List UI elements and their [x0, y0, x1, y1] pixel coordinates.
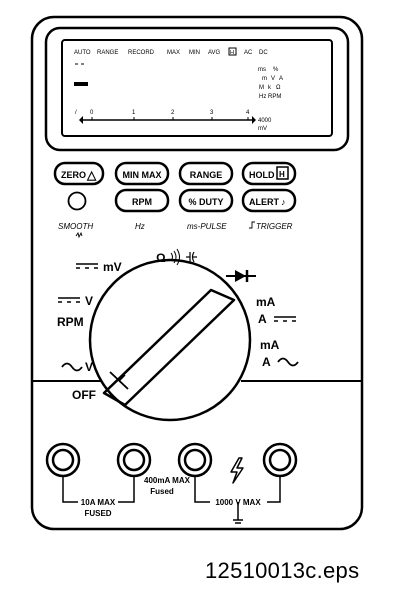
meter-case: [30, 15, 364, 531]
annunciator-dc: DC: [259, 50, 268, 56]
zero-button-label: ZERO: [61, 170, 86, 180]
smooth-button[interactable]: [67, 191, 87, 211]
dc-a-symbol: [274, 316, 296, 322]
bargraph-max-value: 4000: [258, 118, 272, 124]
dial-a-ac-label: A: [262, 355, 271, 369]
smooth-caption: SMOOTH: [58, 222, 93, 231]
trigger-edge-icon: [249, 221, 255, 229]
bargraph-tick-3: 3: [210, 110, 214, 116]
jack-10a-label: 10A MAX: [81, 498, 116, 507]
annunciator-ac: AC: [244, 50, 253, 56]
lcd-screen: [61, 39, 333, 137]
min-max-button-label: MIN MAX: [123, 170, 162, 180]
dial-ma-ac-label: mA: [260, 338, 280, 352]
annunciator-avg: AVG: [208, 50, 221, 56]
alert-button-label: ALERT: [249, 197, 279, 207]
hold-box-icon: [276, 166, 289, 180]
rpm-button-label: RPM: [132, 197, 152, 207]
dial-rpm-label: RPM: [57, 315, 84, 329]
annunciator-min: MIN: [189, 50, 200, 56]
rpm-button[interactable]: RPM: [114, 188, 170, 213]
minus-sign-segment: [74, 82, 88, 86]
jack-connection-lines: [62, 476, 281, 524]
jack-ma[interactable]: [116, 442, 152, 478]
alert-button[interactable]: ALERT ♪: [241, 188, 297, 213]
jack-10a-fused-label: FUSED: [84, 509, 111, 518]
annunciator-record: RECORD: [128, 50, 155, 56]
duty-button-label: % DUTY: [188, 197, 223, 207]
hold-indicator-box: [228, 47, 237, 56]
bargraph-unit: mV: [258, 126, 267, 132]
smooth-squiggle-icon: [75, 231, 83, 239]
duty-button[interactable]: % DUTY: [178, 188, 234, 213]
unit-a: A: [279, 76, 283, 82]
display-bezel: [44, 26, 350, 152]
hold-button-label: HOLD: [249, 170, 275, 180]
annunciator-max: MAX: [167, 50, 180, 56]
zero-button[interactable]: ZERO △: [53, 161, 105, 186]
diode-icon: [226, 270, 256, 282]
unit-m: m: [262, 76, 267, 82]
dial-mv-label: mV: [103, 260, 122, 274]
jack-ma-fused-label: Fused: [150, 487, 174, 496]
unit-mega: M: [259, 85, 264, 91]
bargraph: 0 1 2 3 4 4000 mV /: [75, 110, 272, 132]
unit-percent: %: [273, 67, 279, 73]
unit-rpm: RPM: [268, 94, 281, 100]
figure-caption: 12510013c.eps: [205, 558, 360, 583]
range-button[interactable]: RANGE: [178, 161, 234, 186]
unit-v: V: [271, 76, 275, 82]
capacitor-icon: [186, 251, 197, 263]
unit-hz: Hz: [259, 94, 266, 100]
range-button-label: RANGE: [190, 170, 223, 180]
unit-ms: ms: [258, 67, 266, 73]
delta-icon: △: [86, 168, 97, 182]
dc-v-symbol: [58, 297, 80, 303]
dial-pointer-knob[interactable]: [102, 288, 236, 407]
lightning-bolt-icon: [230, 457, 244, 484]
dial-off-label: OFF: [72, 388, 96, 402]
dial-vac-label: V: [85, 360, 93, 374]
bell-icon: ♪: [281, 197, 286, 207]
bargraph-tick-0: 0: [90, 110, 94, 116]
dial-ma-dc-label: mA: [256, 295, 276, 309]
bargraph-tick-1: 1: [132, 110, 136, 116]
annunciator-range: RANGE: [97, 50, 118, 56]
hz-caption: Hz: [135, 222, 145, 231]
continuity-icon: [170, 248, 180, 266]
pulse-caption: ms-PULSE: [187, 222, 227, 231]
unit-ohm: Ω: [276, 85, 281, 91]
jack-1000v-label: 1000 V MAX: [215, 498, 261, 507]
dial-vdc-label: V: [85, 294, 93, 308]
trigger-caption: TRIGGER: [256, 222, 293, 231]
annunciator-hold: H: [230, 50, 234, 56]
jack-10a[interactable]: [45, 442, 81, 478]
rotary-switch[interactable]: [88, 258, 252, 422]
dial-a-dc-label: A: [258, 312, 267, 326]
jack-ma-label: 400mA MAX: [144, 476, 191, 485]
bargraph-left-arrow: [79, 116, 83, 124]
bargraph-polarity-mark: /: [75, 110, 77, 116]
ac-a-symbol: [277, 357, 299, 367]
jack-volt-ohm[interactable]: [262, 442, 298, 478]
min-max-button[interactable]: MIN MAX: [114, 161, 170, 186]
jack-com[interactable]: [177, 442, 213, 478]
bargraph-right-arrow: [252, 116, 256, 124]
bargraph-tick-2: 2: [171, 110, 175, 116]
dc-mv-symbol: [76, 263, 98, 269]
dial-ohm-label: Ω: [156, 251, 166, 265]
unit-kilo: k: [268, 85, 272, 91]
annunciator-auto: AUTO: [74, 50, 91, 56]
hold-button[interactable]: HOLD H: [241, 161, 297, 186]
bargraph-tick-4: 4: [246, 110, 250, 116]
ac-v-symbol: [61, 362, 83, 372]
hold-h-icon: H: [279, 170, 285, 179]
